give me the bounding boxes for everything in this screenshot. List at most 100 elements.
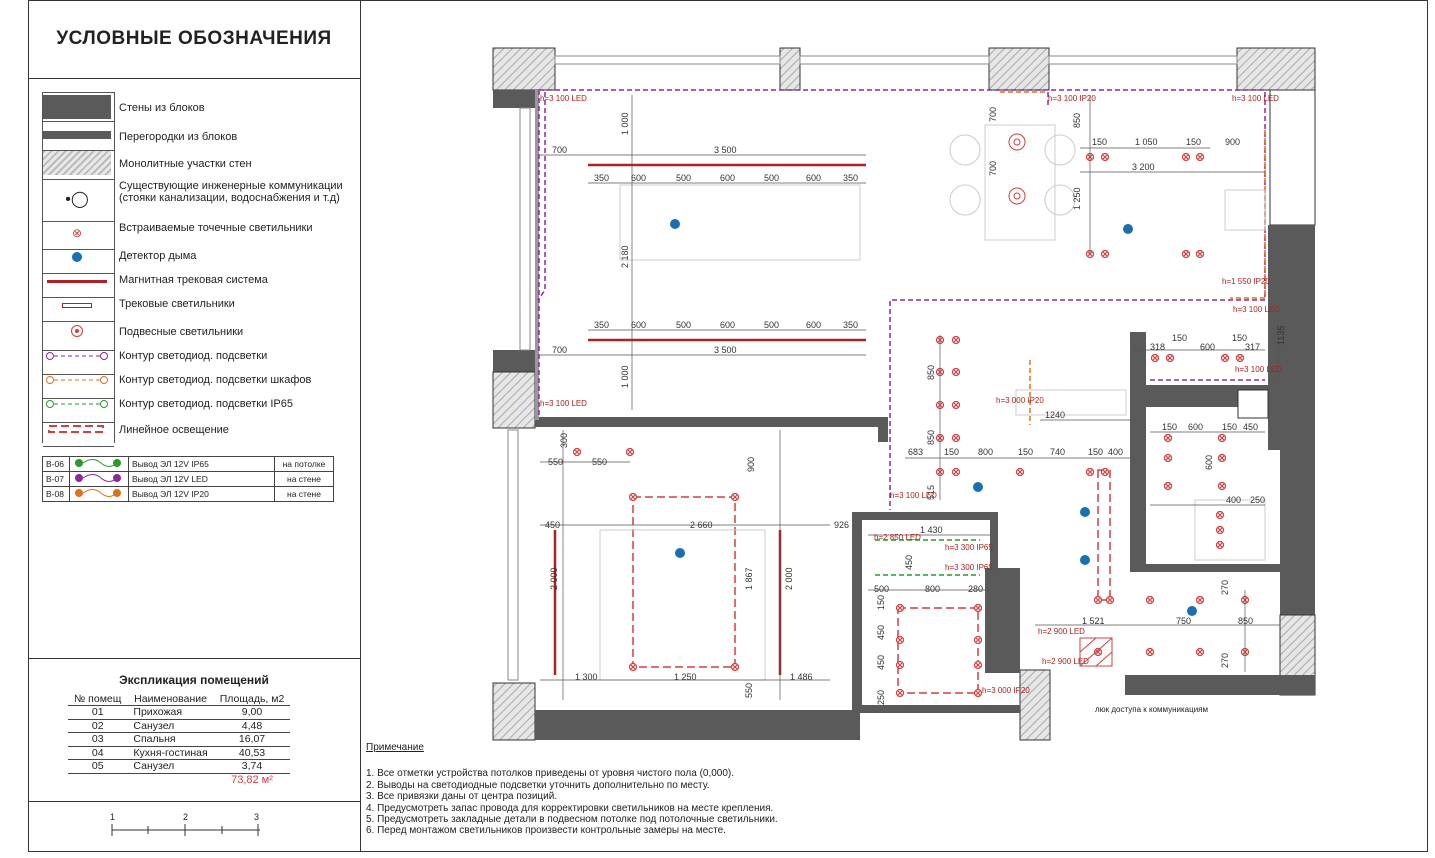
spotlight-cross [975, 662, 981, 668]
legend-label: Перегородки из блоков [119, 131, 238, 143]
height-label: h=3 300 IP65 [945, 543, 993, 552]
dim-label: 600 [720, 173, 735, 183]
smoke-detectors [670, 219, 1197, 616]
dim-label: 350 [843, 173, 858, 183]
note-item: 2. Выводы на светодиодные подсветки уточ… [366, 779, 710, 791]
spotlight-cross [1165, 435, 1171, 441]
explication-header: Наименование [127, 693, 214, 706]
legend-label: Контур светодиод. подсветки шкафов [119, 374, 312, 386]
height-label: h=3 100 LED [890, 491, 937, 500]
spotlight-cross [975, 637, 981, 643]
dim-label: 317 [1245, 342, 1260, 352]
spotlight-cross [630, 664, 636, 670]
walls [492, 47, 1316, 741]
height-label: h=2 850 LED [874, 533, 921, 542]
dim-label: 600 [631, 320, 646, 330]
dim-label: 550 [548, 457, 563, 467]
dim-label: 515 [926, 485, 936, 500]
dim-label: 600 [1204, 455, 1214, 470]
dim-label: 2 000 [784, 567, 794, 590]
output-place: на стене [274, 486, 334, 502]
spotlight-cross [1167, 355, 1173, 361]
dim-label: 1 000 [620, 112, 630, 135]
output-label: Вывод ЭЛ 12V IP20 [128, 486, 275, 502]
dim-label: 900 [746, 457, 756, 472]
scale-tick: 3 [254, 812, 260, 822]
dim-label: 450 [1243, 422, 1258, 432]
hatch-label: люк доступа к коммуникациям [1095, 705, 1208, 714]
spotlight-cross [1197, 251, 1203, 257]
output-code: В-07 [42, 471, 70, 487]
spotlight-cross [897, 662, 903, 668]
dim-label: 850 [1238, 616, 1253, 626]
spotlight-cross [953, 337, 959, 343]
dim-label: 2 660 [690, 520, 713, 530]
output-symbol [69, 486, 129, 502]
dim-label: 683 [908, 447, 923, 457]
note-item: 6. Перед монтажом светильников произвест… [366, 825, 726, 837]
dim-label: 1 867 [744, 567, 754, 590]
monolith-symbol [42, 150, 112, 176]
height-label: h=3 100 IP20 [1048, 94, 1096, 103]
floor-plan: 700 3 500 350 600 500 600 500 600 350 35… [492, 47, 1316, 741]
dim-label: 500 [764, 320, 779, 330]
legend-label: Магнитная трековая система [119, 274, 268, 286]
spotlight-cross [1219, 483, 1225, 489]
dim-label: 270 [1220, 653, 1230, 668]
dim-label: 700 [988, 107, 998, 122]
dim-label: 350 [594, 173, 609, 183]
dim-label: 600 [806, 173, 821, 183]
dim-label: 850 [1072, 113, 1082, 128]
dim-label: 350 [594, 320, 609, 330]
total-area: 73,82 м² [231, 773, 273, 786]
linear-lights [632, 469, 1111, 694]
dim-label: 250 [1250, 495, 1265, 505]
spotlight-cross [1183, 154, 1189, 160]
height-label: h=3 000 IP20 [996, 396, 1044, 405]
spotlight-cross [1087, 469, 1093, 475]
spotlight-cross [627, 449, 633, 455]
ip65-led-contour-symbol [42, 393, 112, 415]
legend-panel: УСЛОВНЫЕ ОБОЗНАЧЕНИЯ •◯ ⊗ Стены из блоко… [28, 0, 361, 852]
spotlight-cross [1197, 597, 1203, 603]
dim-label: 1 300 [575, 672, 598, 682]
dim-label: 1240 [1045, 410, 1065, 420]
spotlight-cross [897, 637, 903, 643]
output-row: В-07 Вывод ЭЛ 12V LED на стене [42, 471, 334, 487]
spotlight-cross [1147, 597, 1153, 603]
dim-label: 150 [1092, 137, 1107, 147]
pendant-lights [1008, 133, 1026, 205]
room-explication: Экспликация помещений № помещ Наименован… [28, 658, 360, 802]
spotlight-cross [1102, 469, 1108, 475]
drawing-frame [28, 0, 1428, 852]
dim-label: 800 [978, 447, 993, 457]
partition-symbol [42, 122, 112, 148]
dim-label: 850 [926, 430, 936, 445]
cabinet-led-contour-symbol [42, 369, 112, 391]
height-label: h=3 000 IP20 [982, 686, 1030, 695]
explication-title: Экспликация помещений [119, 673, 269, 687]
output-place: на стене [274, 471, 334, 487]
dim-label: 700 [552, 345, 567, 355]
dim-label: 740 [1050, 447, 1065, 457]
legend-label: Монолитные участки стен [119, 158, 252, 170]
note-item: 5. Предусмотреть закладные детали в подв… [366, 814, 778, 826]
height-label: h=1 550 IP20 [1222, 277, 1270, 286]
legend-label: Стены из блоков [119, 102, 205, 114]
dim-label: 150 [1018, 447, 1033, 457]
note-item: 3. Все привязки даны от центра позиций. [366, 791, 558, 803]
dim-label: 800 [925, 584, 940, 594]
access-hatch-cross [1079, 637, 1113, 667]
height-labels: h=3 100 LED h=3 100 IP20 h=3 100 LED h=1… [540, 94, 1282, 695]
windows [507, 55, 1238, 681]
explication-header: № помещ [68, 693, 128, 706]
output-code: В-08 [42, 486, 70, 502]
dim-label: 318 [1150, 342, 1165, 352]
led-contour-symbol [42, 345, 112, 367]
utility-riser-icon: •◯ [65, 191, 89, 208]
dim-label: 1 250 [674, 672, 697, 682]
dim-label: 3 200 [1132, 162, 1155, 172]
